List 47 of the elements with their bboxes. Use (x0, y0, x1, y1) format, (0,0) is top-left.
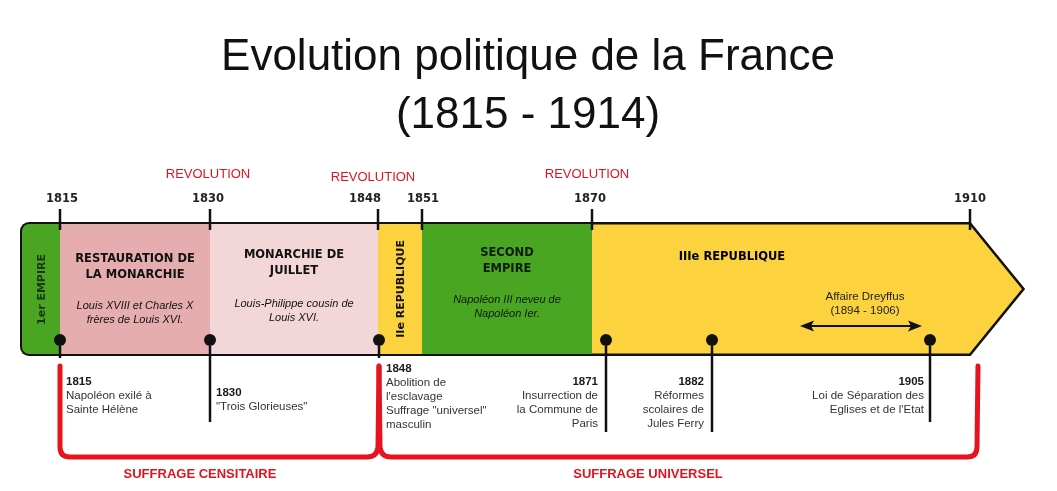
period-band (20, 222, 60, 356)
period-title: MONARCHIE DE JUILLET (242, 246, 346, 278)
event-description: Loi de Séparation des Eglises et de l'Etat (811, 388, 924, 416)
event-year: 1830 (216, 385, 242, 399)
leader-line (58, 346, 62, 358)
leader-line (710, 346, 714, 432)
bracket-label: SUFFRAGE UNIVERSEL (573, 466, 723, 481)
event-description: Réformes scolaires de Jules Ferry (641, 388, 704, 430)
year-label: 1851 (407, 191, 439, 205)
event-year: 1815 (66, 374, 92, 388)
period-band (60, 222, 210, 356)
period-title: IIe REPUBLIQUE (393, 240, 407, 338)
period-title: IIIe REPUBLIQUE (678, 248, 786, 264)
period-band (422, 222, 592, 356)
period-band (592, 222, 1025, 356)
period-title: SECOND EMPIRE (479, 244, 535, 276)
year-label: 1910 (954, 191, 986, 205)
range-label: Affaire Dreyffus (1894 - 1906) (824, 289, 906, 317)
leader-line (377, 346, 381, 358)
period-description: Louis XVIII et Charles X frères de Louis XVI. (75, 298, 195, 326)
year-label: 1830 (192, 191, 224, 205)
event-year: 1848 (386, 361, 412, 375)
leader-line (604, 346, 608, 432)
period-band (378, 222, 422, 356)
year-label: 1848 (349, 191, 381, 205)
period-description: Napoléon III neveu de Napoléon Ier. (452, 292, 562, 320)
revolution-label: REVOLUTION (165, 166, 251, 181)
event-year: 1871 (572, 374, 598, 388)
period-band (210, 222, 378, 356)
leader-line (928, 346, 932, 422)
year-label: 1815 (46, 191, 78, 205)
event-description: Suffrage "universel" masculin (386, 403, 488, 431)
period-description: Louis-Philippe cousin de Louis XVI. (233, 296, 355, 324)
period-title: 1er EMPIRE (34, 253, 48, 325)
leader-line (208, 346, 212, 422)
revolution-label: REVOLUTION (544, 166, 630, 181)
event-description: Napoléon exilé à Sainte Hélène (66, 388, 153, 416)
event-description: Abolition de l'esclavage (386, 375, 448, 403)
bracket-label: SUFFRAGE CENSITAIRE (123, 466, 277, 481)
event-description: Insurrection de la Commune de Paris (516, 388, 598, 430)
revolution-label: REVOLUTION (330, 169, 416, 184)
year-label: 1870 (574, 191, 606, 205)
period-title: RESTAURATION DE LA MONARCHIE (74, 250, 196, 282)
event-year: 1882 (678, 374, 704, 388)
event-description: "Trois Glorieuses" (216, 399, 308, 413)
title: Evolution politique de la France (1815 - 1914) (220, 29, 836, 139)
event-year: 1905 (898, 374, 924, 388)
